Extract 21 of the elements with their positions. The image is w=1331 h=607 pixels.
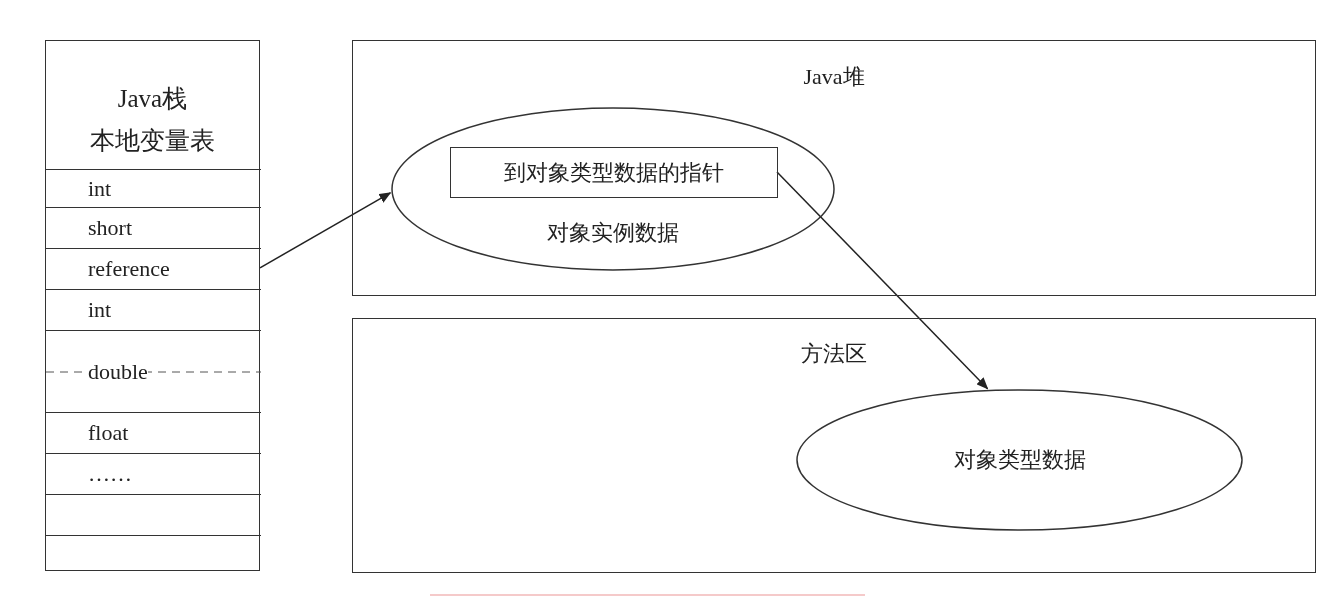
cell-text: …… — [88, 460, 132, 488]
arrow — [776, 171, 989, 390]
object-ellipse — [796, 389, 1243, 531]
memory-area-box — [352, 40, 1316, 296]
title-text: Java栈 — [117, 84, 188, 114]
label-text: 对象实例数据 — [547, 220, 679, 247]
cell-text: reference — [88, 255, 170, 283]
pointer-box — [450, 147, 778, 198]
label-text: 对象类型数据 — [953, 446, 1086, 474]
title-text: 方法区 — [801, 341, 867, 368]
title-text: Java堆 — [803, 63, 865, 90]
cell-text: short — [88, 214, 132, 242]
memory-area-box — [352, 318, 1316, 573]
label-text: 到对象类型数据的指针 — [504, 159, 724, 186]
object-ellipse — [391, 107, 835, 271]
cell-text: float — [88, 419, 129, 447]
cell-text: int — [88, 296, 112, 324]
arrow — [259, 192, 392, 269]
stack-table — [45, 40, 260, 571]
label-text: 本地变量表 — [90, 126, 215, 156]
cell-text: int — [88, 175, 112, 202]
